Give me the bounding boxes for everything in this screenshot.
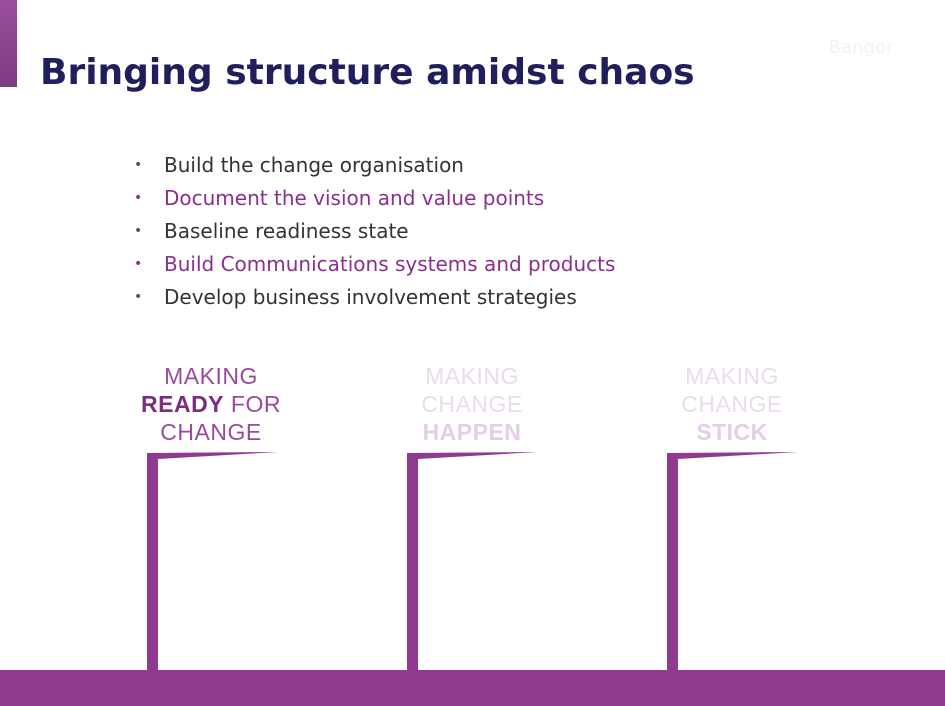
stage-label-line: STICK xyxy=(652,418,812,446)
bullet-text: Develop business involvement strategies xyxy=(164,285,577,309)
slide-title: Bringing structure amidst chaos xyxy=(40,52,695,93)
stage-label-line: CHANGE xyxy=(681,391,783,417)
floor-band xyxy=(0,670,945,706)
stage-label-line: READY FOR xyxy=(131,390,291,418)
company-logo: Bangor xyxy=(828,37,894,58)
stage-label-rest: FOR xyxy=(224,391,281,417)
stage-label-emphasis: HAPPEN xyxy=(422,419,522,445)
stage-label-line: MAKING xyxy=(685,363,779,389)
stage-label-emphasis: STICK xyxy=(696,419,768,445)
bullet-item: • Document the vision and value points xyxy=(130,182,615,215)
stage-label-line: MAKING xyxy=(425,363,519,389)
bullet-icon: • xyxy=(134,256,143,272)
bullet-icon: • xyxy=(134,190,143,206)
open-door-icon xyxy=(147,452,278,678)
bullet-icon: • xyxy=(134,157,143,173)
stage-label-ready: MAKING READY FOR CHANGE xyxy=(131,362,291,446)
stage-label-line: CHANGE xyxy=(421,391,523,417)
stage-label-line: HAPPEN xyxy=(392,418,552,446)
stage-label-happen: MAKING CHANGE HAPPEN xyxy=(392,362,552,446)
bullet-item: • Develop business involvement strategie… xyxy=(130,281,615,314)
bullet-item: • Build Communications systems and produ… xyxy=(130,248,615,281)
bullet-text: Baseline readiness state xyxy=(164,219,409,243)
bullet-icon: • xyxy=(134,289,143,305)
bullet-item: • Baseline readiness state xyxy=(130,215,615,248)
stage-label-line: CHANGE xyxy=(160,419,262,445)
bullet-item: • Build the change organisation xyxy=(130,149,615,182)
bullet-list: • Build the change organisation • Docume… xyxy=(130,149,615,314)
open-door-icon xyxy=(667,452,798,678)
stage-label-emphasis: READY xyxy=(141,391,225,417)
stage-label-line: MAKING xyxy=(164,363,258,389)
bullet-text: Build Communications systems and product… xyxy=(164,252,616,276)
open-door-icon xyxy=(407,452,538,678)
bullet-text: Build the change organisation xyxy=(164,153,464,177)
bullet-text: Document the vision and value points xyxy=(164,186,545,210)
stage-label-stick: MAKING CHANGE STICK xyxy=(652,362,812,446)
bullet-icon: • xyxy=(134,223,143,239)
title-accent-bar xyxy=(0,0,17,87)
